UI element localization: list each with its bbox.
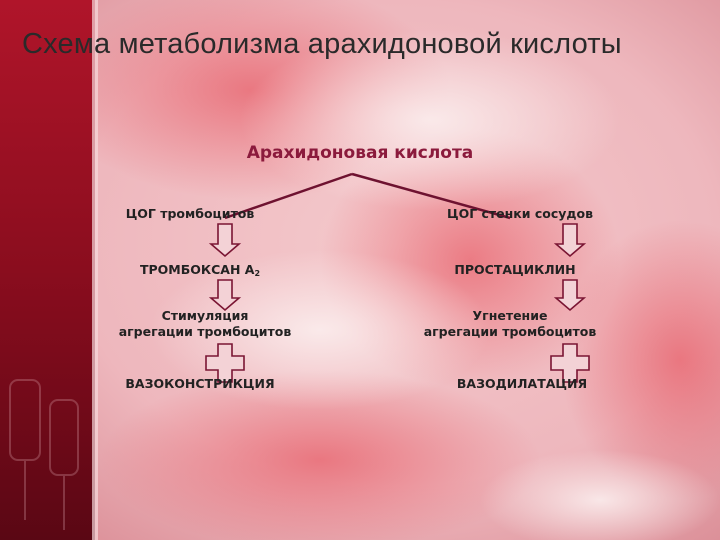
right-enzyme: ЦОГ стенки сосудов — [425, 206, 615, 222]
left-product-text: ТРОМБОКСАН А — [140, 262, 254, 277]
left-product-subscript: 2 — [254, 269, 260, 278]
left-product: ТРОМБОКСАН А2 — [120, 262, 280, 282]
right-effect-line1: Угнетение — [400, 308, 620, 324]
left-effect-line2: агрегации тромбоцитов — [95, 324, 315, 340]
slide-title: Схема метаболизма арахидоновой кислоты — [22, 28, 622, 61]
left-enzyme: ЦОГ тромбоцитов — [110, 206, 270, 222]
right-effect: Угнетение агрегации тромбоцитов — [400, 308, 620, 340]
left-effect: Стимуляция агрегации тромбоцитов — [95, 308, 315, 340]
right-product: ПРОСТАЦИКЛИН — [435, 262, 595, 278]
right-result: ВАЗОДИЛАТАЦИЯ — [432, 376, 612, 392]
root-node: Арахидоновая кислота — [0, 145, 720, 161]
left-effect-line1: Стимуляция — [95, 308, 315, 324]
left-result: ВАЗОКОНСТРИКЦИЯ — [110, 376, 290, 392]
right-effect-line2: агрегации тромбоцитов — [400, 324, 620, 340]
